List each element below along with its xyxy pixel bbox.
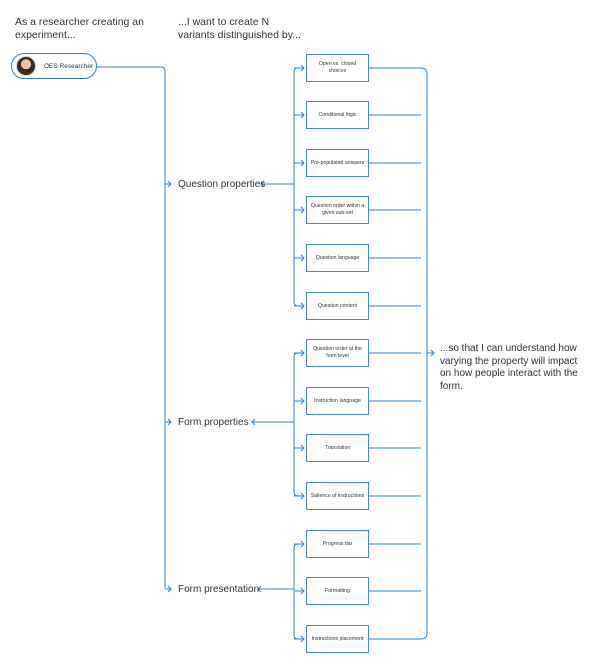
box-arrow-10: [300, 540, 305, 548]
variant-box-question-order-subset[interactable]: Question order within a given sub-set: [306, 196, 369, 224]
variant-box-salience-instructions[interactable]: Sailence of instructions: [306, 482, 369, 510]
box-arrow-9: [300, 492, 305, 500]
variant-box-translation[interactable]: Translation: [306, 434, 369, 462]
box-arrow-5: [300, 302, 305, 310]
variant-box-question-order-form[interactable]: Question order at the form level: [306, 339, 369, 367]
variant-box-open-closed[interactable]: Open vs. closed choices: [306, 54, 369, 82]
box-arrow-1: [300, 111, 305, 119]
trunk-arrow-1: [167, 418, 172, 426]
outcome-arrow: [430, 349, 435, 357]
variant-box-progress-bar[interactable]: Progress bar: [306, 530, 369, 558]
group-spine-1: [293, 352, 299, 497]
category-arrow-0: [260, 180, 265, 188]
variant-box-prepopulated[interactable]: Pre-populated answers: [306, 149, 369, 177]
variant-box-formatting[interactable]: Formatting: [306, 577, 369, 605]
trunk-arrow-0: [167, 180, 172, 188]
box-arrow-7: [300, 397, 305, 405]
variant-box-question-content[interactable]: Question content: [306, 292, 369, 320]
avatar: [16, 56, 36, 76]
variant-box-conditional-logic[interactable]: Conditional logic: [306, 101, 369, 129]
category-label-question-properties: Question properties: [178, 179, 266, 190]
box-arrow-8: [300, 444, 305, 452]
researcher-header: As a researcher creating an experiment..…: [15, 16, 144, 41]
box-arrow-6: [300, 349, 305, 357]
variant-box-instruction-language[interactable]: Instruction language: [306, 387, 369, 415]
box-arrow-0: [300, 64, 305, 72]
variants-header: ...I want to create N variants distingui…: [178, 16, 301, 41]
box-arrow-3: [300, 206, 305, 214]
category-label-form-properties: Form properties: [178, 417, 249, 428]
collector-line: [420, 67, 428, 640]
variant-box-instructions-placement[interactable]: Instructions placement: [306, 625, 369, 653]
category-arrow-2: [257, 585, 262, 593]
group-spine-0: [293, 67, 299, 307]
box-arrow-2: [300, 159, 305, 167]
category-label-form-presentation: Form presentation: [178, 584, 260, 595]
persona-node[interactable]: OES Researcher: [11, 53, 97, 79]
outcome-header: ...so that I can understand how varying …: [440, 343, 578, 392]
persona-trunk-line: [97, 66, 166, 588]
trunk-arrow-2: [167, 585, 172, 593]
variant-box-question-language[interactable]: Question language: [306, 244, 369, 272]
box-arrow-12: [300, 635, 305, 643]
category-arrow-1: [251, 418, 256, 426]
box-arrow-11: [300, 587, 305, 595]
box-arrow-4: [300, 254, 305, 262]
persona-label: OES Researcher: [44, 62, 94, 70]
